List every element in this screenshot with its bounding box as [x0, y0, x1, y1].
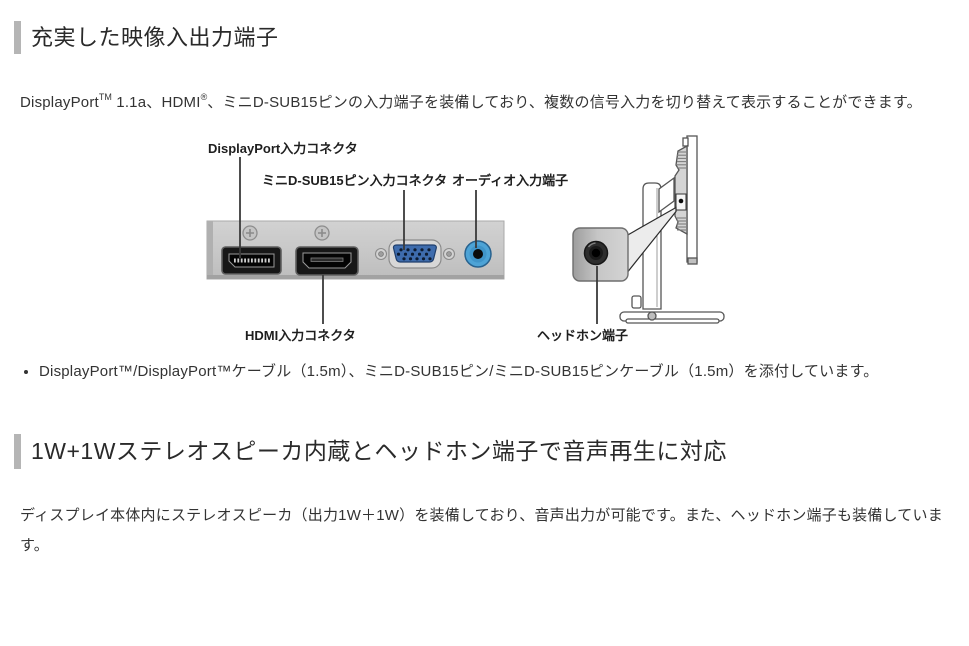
section2-heading-text: 1W+1Wステレオスピーカ内蔵とヘッドホン端子で音声再生に対応 — [31, 438, 727, 465]
label-headphone: ヘッドホン端子 — [537, 328, 628, 343]
panel-top-tab — [682, 137, 689, 147]
label-hdmi: HDMI入力コネクタ — [245, 328, 356, 343]
screw-icon — [242, 225, 258, 241]
audio-input-jack — [464, 240, 492, 269]
monitor-base-lip — [625, 318, 720, 324]
section1-heading: 充実した映像入出力端子 — [14, 21, 969, 55]
intro-segment: 1.1a、HDMI — [111, 94, 201, 112]
cable-note-item: DisplayPort™/DisplayPort™ケーブル（1.5m）、ミニD-… — [39, 358, 929, 386]
label-audio: オーディオ入力端子 — [452, 173, 568, 188]
stand-cable-clip — [631, 295, 642, 309]
monitor-side-view — [619, 135, 725, 324]
registered-superscript: ® — [200, 92, 208, 103]
panel-bottom-foot — [687, 257, 698, 265]
hdmi-connector — [295, 246, 359, 277]
displayport-connector — [221, 246, 282, 276]
label-minidsub: ミニD-SUB15ピン入力コネクタ — [262, 173, 447, 188]
io-ports-diagram-svg: DisplayPort入力コネクタ ミニD-SUB15ピン入力コネクタ オーディ… — [206, 135, 725, 343]
vga-connector — [374, 239, 456, 269]
label-displayport: DisplayPort入力コネクタ — [208, 141, 358, 156]
stand-hinge — [647, 311, 657, 321]
intro-segment: DisplayPort — [20, 94, 99, 112]
trademark-superscript: TM — [98, 92, 112, 103]
screw-icon — [314, 225, 330, 241]
intro-segment: 、ミニD-SUB15ピンの入力端子を装備しており、複数の信号入力を切り替えて表示… — [207, 94, 922, 112]
monitor-neck — [658, 177, 675, 214]
vga-pin-holes — [396, 248, 432, 261]
section1-heading-text: 充実した映像入出力端子 — [31, 25, 279, 50]
monitor-panel-edge — [686, 135, 698, 263]
section2-heading: 1W+1Wステレオスピーカ内蔵とヘッドホン端子で音声再生に対応 — [14, 434, 969, 469]
side-headphone-port-hole — [678, 198, 684, 204]
housing-ribs — [677, 151, 686, 231]
headphone-jack-closeup — [572, 227, 629, 282]
leader-lines — [239, 157, 598, 325]
section2-paragraph: ディスプレイ本体内にステレオスピーカ（出力1W＋1W）を装備しており、音声出力が… — [20, 506, 943, 554]
cable-note-list: DisplayPort™/DisplayPort™ケーブル（1.5m）、ミニD-… — [20, 358, 949, 386]
heading-accent-bar — [14, 434, 21, 469]
io-ports-diagram: DisplayPort入力コネクタ ミニD-SUB15ピン入力コネクタ オーディ… — [0, 126, 969, 348]
heading-accent-bar — [14, 21, 21, 55]
section1-intro-paragraph: DisplayPortTM 1.1a、HDMI®、ミニD-SUB15ピンの入力端… — [20, 82, 948, 118]
